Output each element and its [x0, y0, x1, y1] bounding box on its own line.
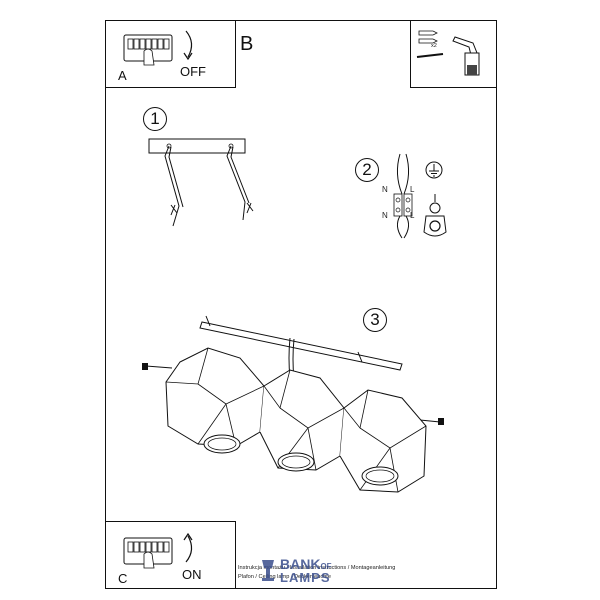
- step-1-marker: 1: [143, 107, 167, 131]
- bank-of-lamps-logo-icon: [262, 560, 274, 581]
- screwdriver-bit-icon: [416, 53, 444, 58]
- instruction-sheet-frame: [105, 20, 497, 589]
- switch-on-box: C ON: [105, 521, 236, 589]
- power-drill-icon: [452, 36, 480, 76]
- off-label: OFF: [180, 64, 206, 79]
- fuse-box-icon: [123, 34, 173, 66]
- switch-off-box: A OFF: [105, 20, 236, 88]
- neutral-label-bottom: N: [382, 211, 388, 220]
- fuse-box-icon: [123, 537, 173, 569]
- live-label-top: L: [410, 185, 415, 194]
- watermark-of: OF: [320, 562, 332, 571]
- box-c-letter: C: [118, 571, 128, 586]
- box-a-letter: A: [118, 68, 127, 83]
- watermark-lamps: LAMPS: [280, 570, 331, 585]
- step-3-marker: 3: [363, 308, 387, 332]
- ceiling-lamp-assembly: [142, 315, 444, 493]
- neutral-label-top: N: [382, 185, 388, 194]
- curved-arrow-up-icon: [183, 532, 193, 563]
- curved-arrow-down-icon: [183, 30, 193, 61]
- on-label: ON: [182, 567, 202, 582]
- wall-plugs-screws-icon: [418, 30, 438, 44]
- mounting-plate-with-wires: [148, 138, 254, 227]
- quantity-label: x2: [431, 43, 437, 49]
- watermark-bank: BANK: [280, 556, 321, 572]
- section-letter-b: B: [240, 33, 254, 55]
- ground-terminal-icon: [423, 194, 447, 237]
- ground-symbol-icon: [425, 161, 443, 179]
- footer-product-line: Plafon / Ceiling lamp / Deckenleuchte: [238, 574, 331, 580]
- live-label-bottom: L: [410, 211, 415, 220]
- step-2-marker: 2: [355, 158, 379, 182]
- footer-instructions-line: Instrukcja montażu / Installation instru…: [238, 565, 396, 571]
- watermark-logo: BANKOF: [280, 557, 332, 574]
- terminal-block-icon: [393, 153, 413, 239]
- tools-box: x2: [410, 20, 497, 88]
